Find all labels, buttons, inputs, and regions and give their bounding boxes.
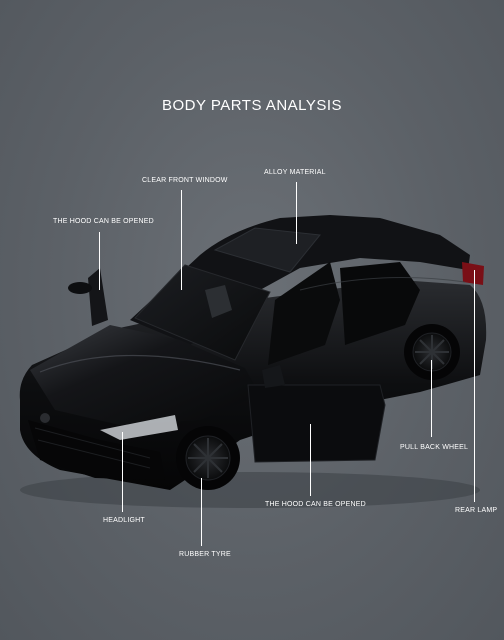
leader-alloy-material [296,182,297,244]
label-headlight: HEADLIGHT [103,517,145,524]
label-pull-back-wheel: PULL BACK WHEEL [400,444,469,451]
label-clear-front-window: CLEAR FRONT WINDOW [142,177,228,184]
page-title: BODY PARTS ANALYSIS [161,97,343,114]
leader-pull-back-wheel [431,360,432,437]
label-hood-opened-bottom: THE HOOD CAN BE OPENED [265,501,366,508]
label-rubber-tyre: RUBBER TYRE [179,551,231,558]
front-windshield [134,264,271,361]
leader-rubber-tyre [201,478,202,546]
leader-headlight [122,432,123,512]
side-mirror-left [68,282,92,294]
sunroof [213,227,321,273]
car-hood [30,325,260,425]
car-shadow [20,472,480,508]
open-front-door [247,384,386,463]
rear-lamp-light [462,262,484,285]
label-alloy-material: ALLOY MATERIAL [264,169,326,176]
leader-hood-top [99,232,100,290]
side-mirror-right [262,365,285,388]
side-window-front [268,262,340,365]
brand-emblem [40,413,50,423]
label-rear-lamp: REAR LAMP [455,507,498,514]
seat-hint [205,285,232,318]
leader-hood-bottom [310,424,311,496]
side-window-rear [340,262,420,345]
hood-panel-open [88,268,108,326]
leader-clear-front-window [181,190,182,290]
label-hood-opened-top: THE HOOD CAN BE OPENED [53,218,154,225]
headlight-lamp [100,415,178,440]
leader-rear-lamp [474,270,475,502]
